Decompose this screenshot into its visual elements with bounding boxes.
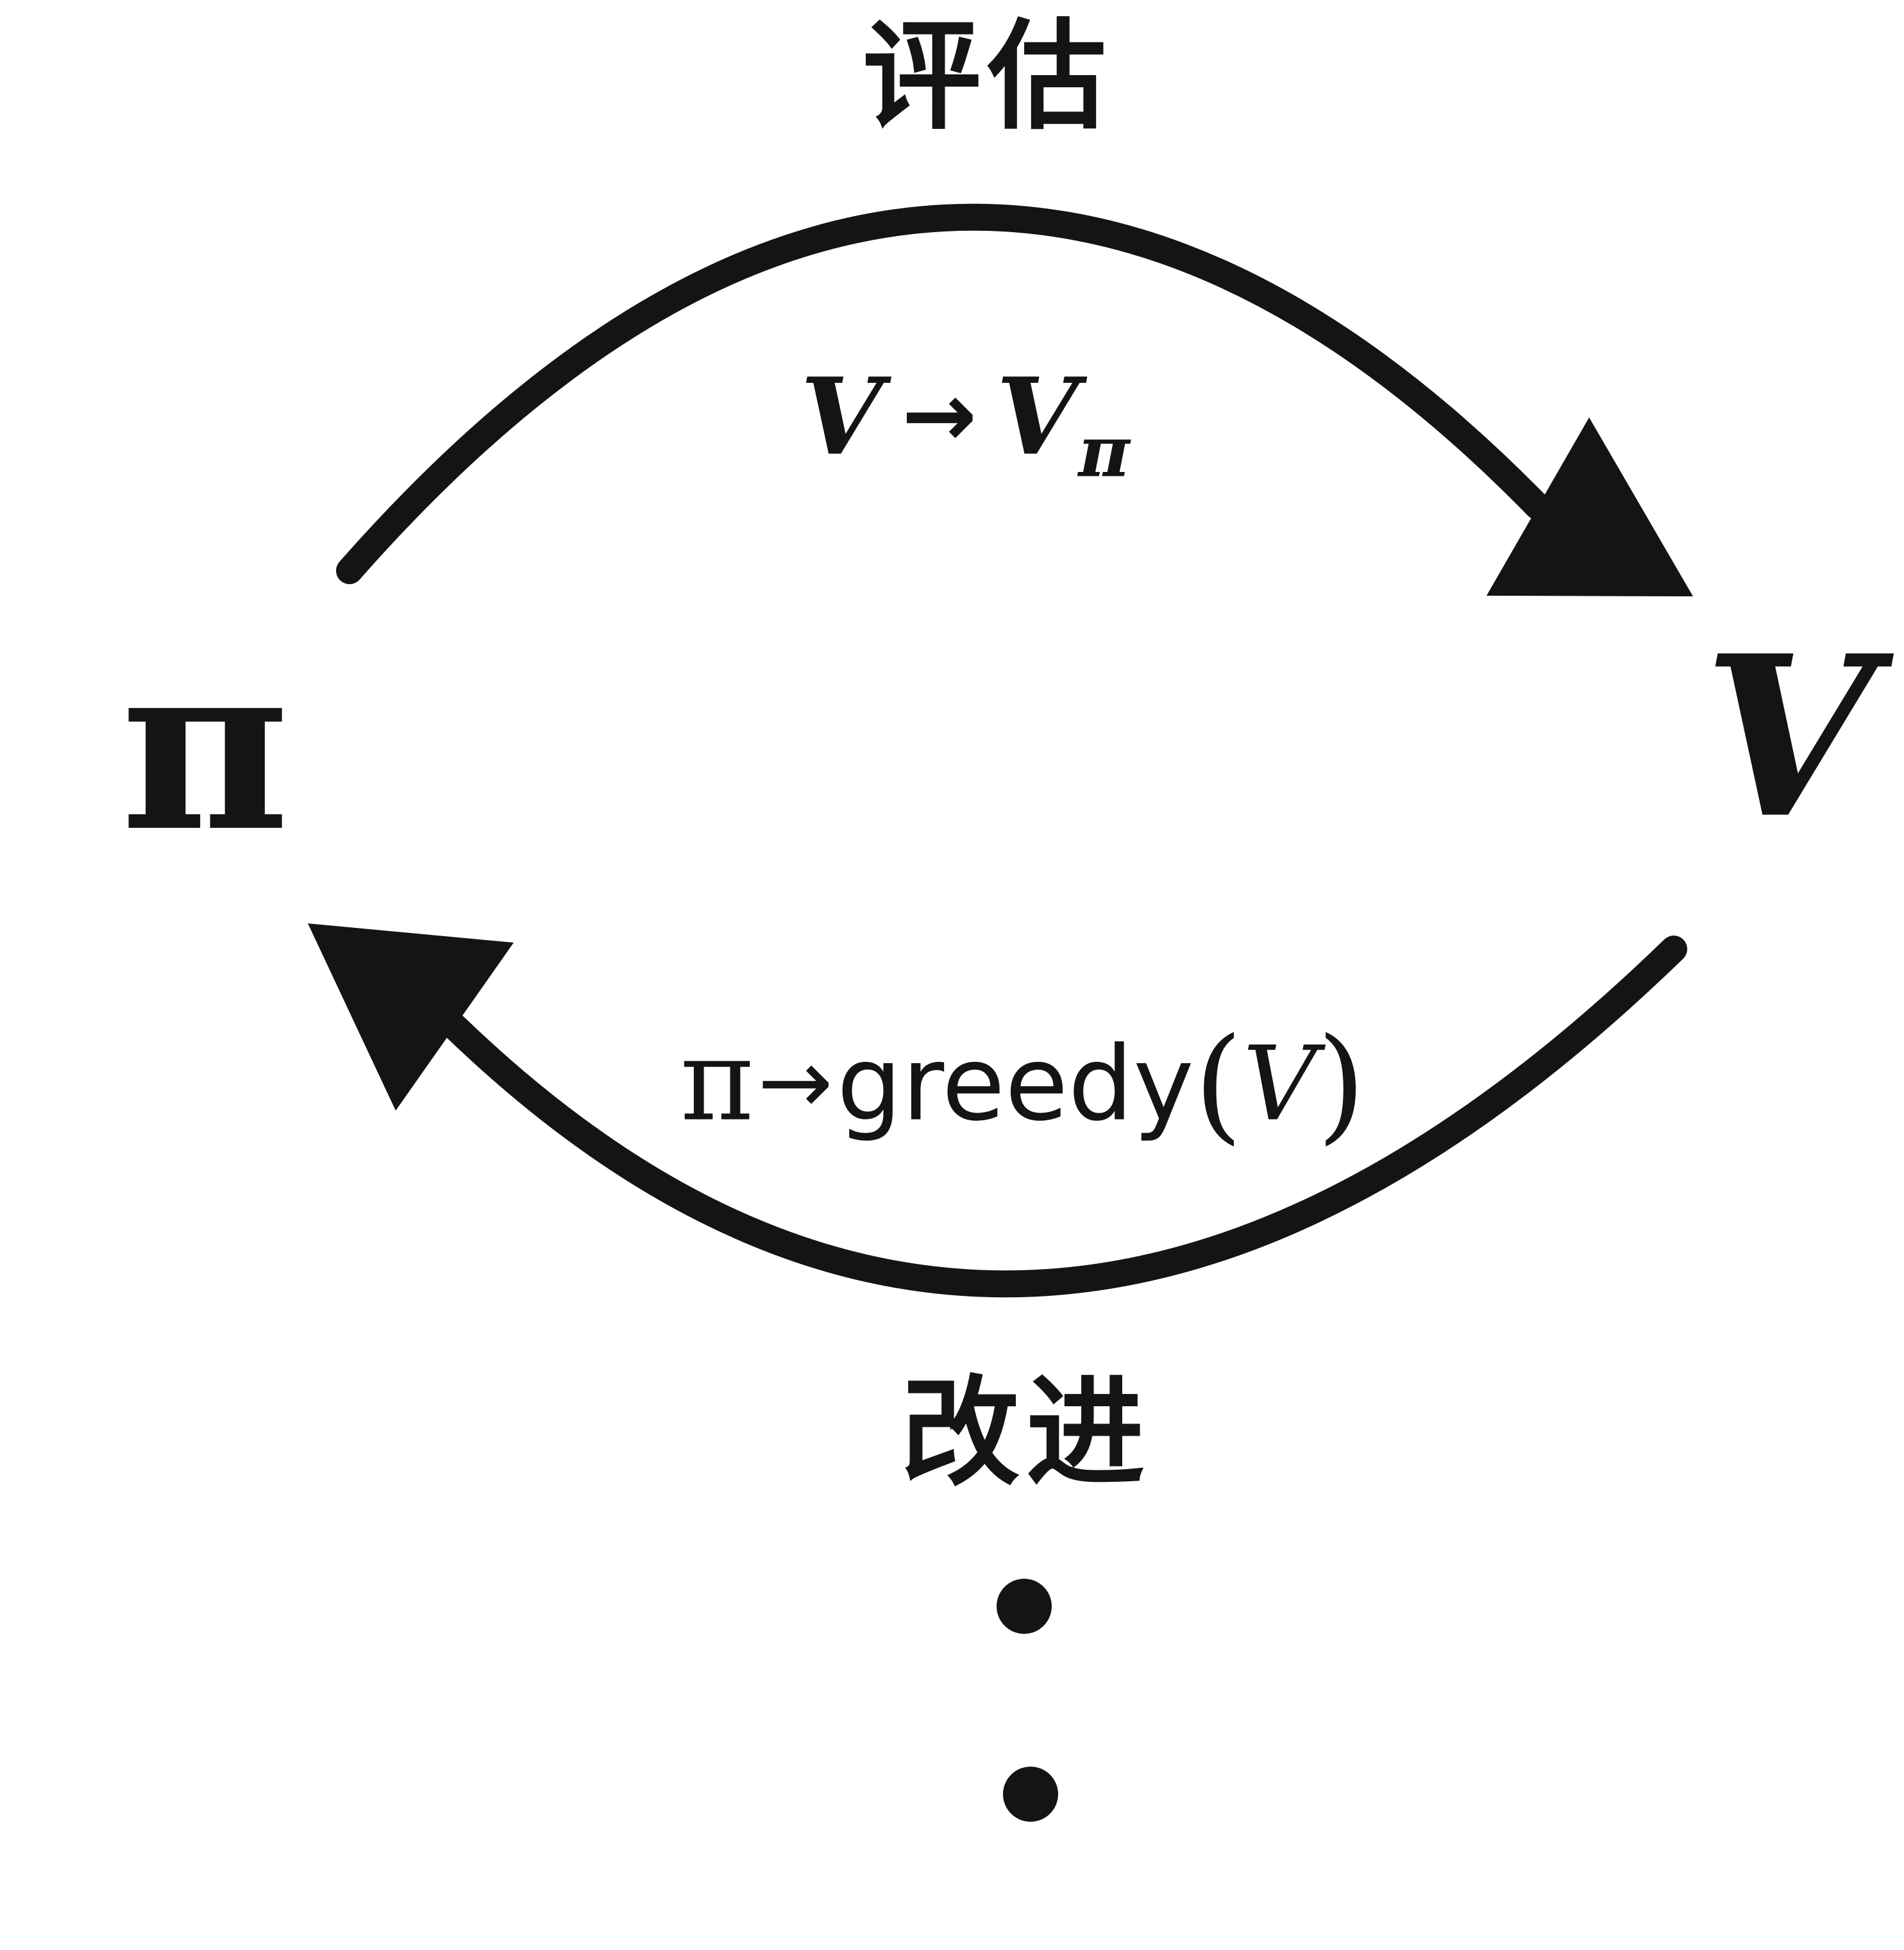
formula-top-rhs-base: V — [996, 354, 1079, 479]
right-arrow-bottom: → — [757, 1030, 833, 1135]
improvement-label: 改进 — [901, 1363, 1151, 1502]
open-paren: ( — [1193, 1011, 1243, 1157]
evaluation-label: 评估 — [863, 7, 1113, 146]
formula-bottom-greedy: greedy — [836, 1023, 1194, 1144]
improvement-arrowhead — [308, 923, 514, 1111]
formula-bottom-pi: π — [680, 1016, 754, 1147]
ellipsis-dot-2 — [1003, 1767, 1058, 1822]
value-node-v: V — [1703, 607, 1875, 868]
evaluation-arrowhead — [1487, 417, 1693, 596]
evaluation-formula: V→Vπ — [800, 363, 1130, 487]
policy-node-pi: π — [121, 611, 290, 882]
ellipsis-dot-1 — [997, 1579, 1052, 1634]
improvement-formula: π→greedy(V) — [680, 1021, 1366, 1147]
right-arrow-top: → — [902, 363, 977, 468]
formula-top-rhs-subscript: π — [1078, 410, 1130, 493]
formula-bottom-arg-v: V — [1242, 1023, 1317, 1144]
improvement-arc — [441, 936, 1687, 1298]
evaluation-arc — [336, 203, 1551, 584]
formula-top-lhs: V — [800, 354, 883, 479]
close-paren: ) — [1317, 1011, 1366, 1157]
